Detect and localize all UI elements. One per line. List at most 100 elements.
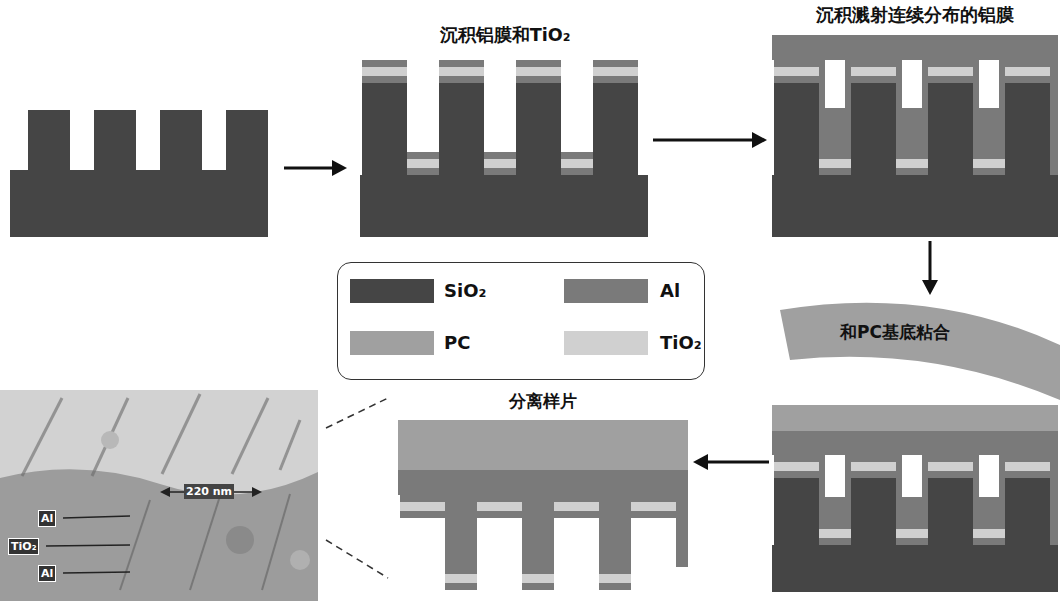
sputtered-structure bbox=[928, 60, 973, 83]
legend-swatch bbox=[350, 279, 434, 303]
process-arrow bbox=[693, 454, 769, 470]
micrograph bbox=[252, 487, 262, 497]
bonded-structure bbox=[772, 405, 1058, 592]
sputtered-structure bbox=[851, 60, 896, 83]
deposited-structure bbox=[407, 152, 439, 175]
process-arrow bbox=[284, 160, 347, 176]
template-structure bbox=[28, 110, 70, 170]
arrow-head bbox=[922, 280, 938, 295]
step-title: 分离样片 bbox=[396, 392, 690, 413]
step-title: 和PC基底粘合 bbox=[840, 322, 950, 343]
sputtered-structure bbox=[928, 83, 973, 175]
deposited-structure bbox=[561, 152, 593, 175]
bonded-structure bbox=[851, 478, 896, 545]
micrograph bbox=[0, 390, 318, 601]
separated-sample bbox=[398, 420, 688, 590]
sputtered-structure bbox=[979, 60, 999, 108]
sputtered-structure bbox=[819, 152, 851, 175]
deposited-structure bbox=[439, 60, 484, 83]
process-arrow bbox=[653, 132, 767, 148]
micrograph bbox=[190, 496, 220, 590]
bonded-structure bbox=[973, 455, 1005, 545]
bonded-structure bbox=[896, 522, 928, 545]
sputtered-structure bbox=[896, 60, 928, 152]
process-step: 沉积铝膜和TiO₂ bbox=[360, 20, 650, 238]
legend-text: SiO₂ bbox=[444, 280, 486, 301]
bonded-structure bbox=[973, 522, 1005, 545]
layer-label: TiO₂ bbox=[8, 538, 39, 555]
zoom-line bbox=[326, 540, 388, 578]
process-step: 分离样片 bbox=[396, 390, 690, 594]
sputtered-structure bbox=[774, 83, 819, 175]
deposited-structure bbox=[516, 83, 561, 175]
sputtered-structure bbox=[1050, 60, 1058, 175]
deposited-structure bbox=[360, 60, 648, 237]
micrograph bbox=[0, 469, 318, 601]
micrograph bbox=[63, 572, 130, 573]
micrograph bbox=[262, 494, 290, 590]
separated-sample bbox=[522, 567, 554, 590]
bonded-structure bbox=[1005, 478, 1050, 545]
zoom-line bbox=[326, 398, 388, 578]
micrograph bbox=[0, 390, 318, 601]
process-arrow bbox=[922, 241, 938, 295]
micrograph bbox=[232, 398, 268, 474]
bonded-structure bbox=[772, 431, 1058, 455]
arrow-head bbox=[693, 454, 708, 470]
deposited-structure bbox=[593, 60, 638, 83]
scale-label: 220 nm bbox=[184, 484, 234, 499]
sputtered-structure bbox=[896, 152, 928, 175]
separated-sample bbox=[445, 567, 477, 590]
legend-swatch bbox=[564, 331, 648, 355]
separated-sample bbox=[631, 495, 676, 518]
sputtered-structure bbox=[819, 60, 851, 152]
bonded-structure bbox=[774, 478, 819, 545]
sputtered-structure bbox=[772, 35, 1058, 60]
bonded-structure bbox=[772, 545, 1058, 592]
process-arrow bbox=[332, 160, 347, 176]
micrograph bbox=[290, 550, 310, 570]
separated-sample bbox=[599, 567, 631, 590]
zoom-line bbox=[326, 398, 388, 428]
layer-label: Al bbox=[38, 510, 56, 527]
legend-text: PC bbox=[444, 332, 470, 353]
process-step: 沉积溅射连续分布的铝膜 bbox=[770, 2, 1060, 238]
sputtered-structure bbox=[973, 152, 1005, 175]
sputtered-structure bbox=[772, 35, 1058, 237]
bonded-structure bbox=[772, 405, 1058, 431]
micrograph bbox=[160, 487, 170, 497]
bonded-structure bbox=[825, 455, 845, 497]
sputtered-structure bbox=[774, 60, 819, 83]
sputtered-structure bbox=[851, 83, 896, 175]
step-title: 沉积铝膜和TiO₂ bbox=[360, 24, 650, 46]
deposited-structure bbox=[484, 152, 516, 175]
micrograph bbox=[46, 545, 130, 546]
micrograph bbox=[280, 420, 300, 470]
arrow-shaft bbox=[929, 241, 932, 283]
bonded-structure bbox=[774, 455, 819, 478]
micrograph bbox=[120, 494, 290, 590]
bonded-structure bbox=[851, 455, 896, 478]
separated-sample bbox=[400, 495, 445, 518]
legend-box: SiO₂AlPCTiO₂ bbox=[337, 262, 705, 380]
arrow-head bbox=[752, 132, 767, 148]
process-arrow bbox=[284, 167, 333, 170]
separated-sample bbox=[398, 420, 688, 470]
bonded-structure bbox=[896, 455, 928, 545]
template-structure bbox=[226, 110, 268, 170]
arrow-shaft bbox=[653, 139, 755, 142]
separated-sample bbox=[522, 495, 554, 567]
template-structure bbox=[10, 170, 268, 237]
sputtered-structure bbox=[1005, 83, 1050, 175]
separated-sample bbox=[599, 495, 631, 567]
sputtered-structure bbox=[1005, 60, 1050, 83]
bonded-structure bbox=[1050, 455, 1058, 545]
separated-sample bbox=[398, 470, 688, 495]
bonded-structure bbox=[1005, 455, 1050, 478]
bonded-structure bbox=[928, 455, 973, 478]
deposited-structure bbox=[439, 83, 484, 175]
separated-sample bbox=[477, 495, 522, 518]
micrograph bbox=[22, 394, 300, 476]
deposited-structure bbox=[362, 60, 407, 83]
legend-text: Al bbox=[660, 280, 680, 301]
